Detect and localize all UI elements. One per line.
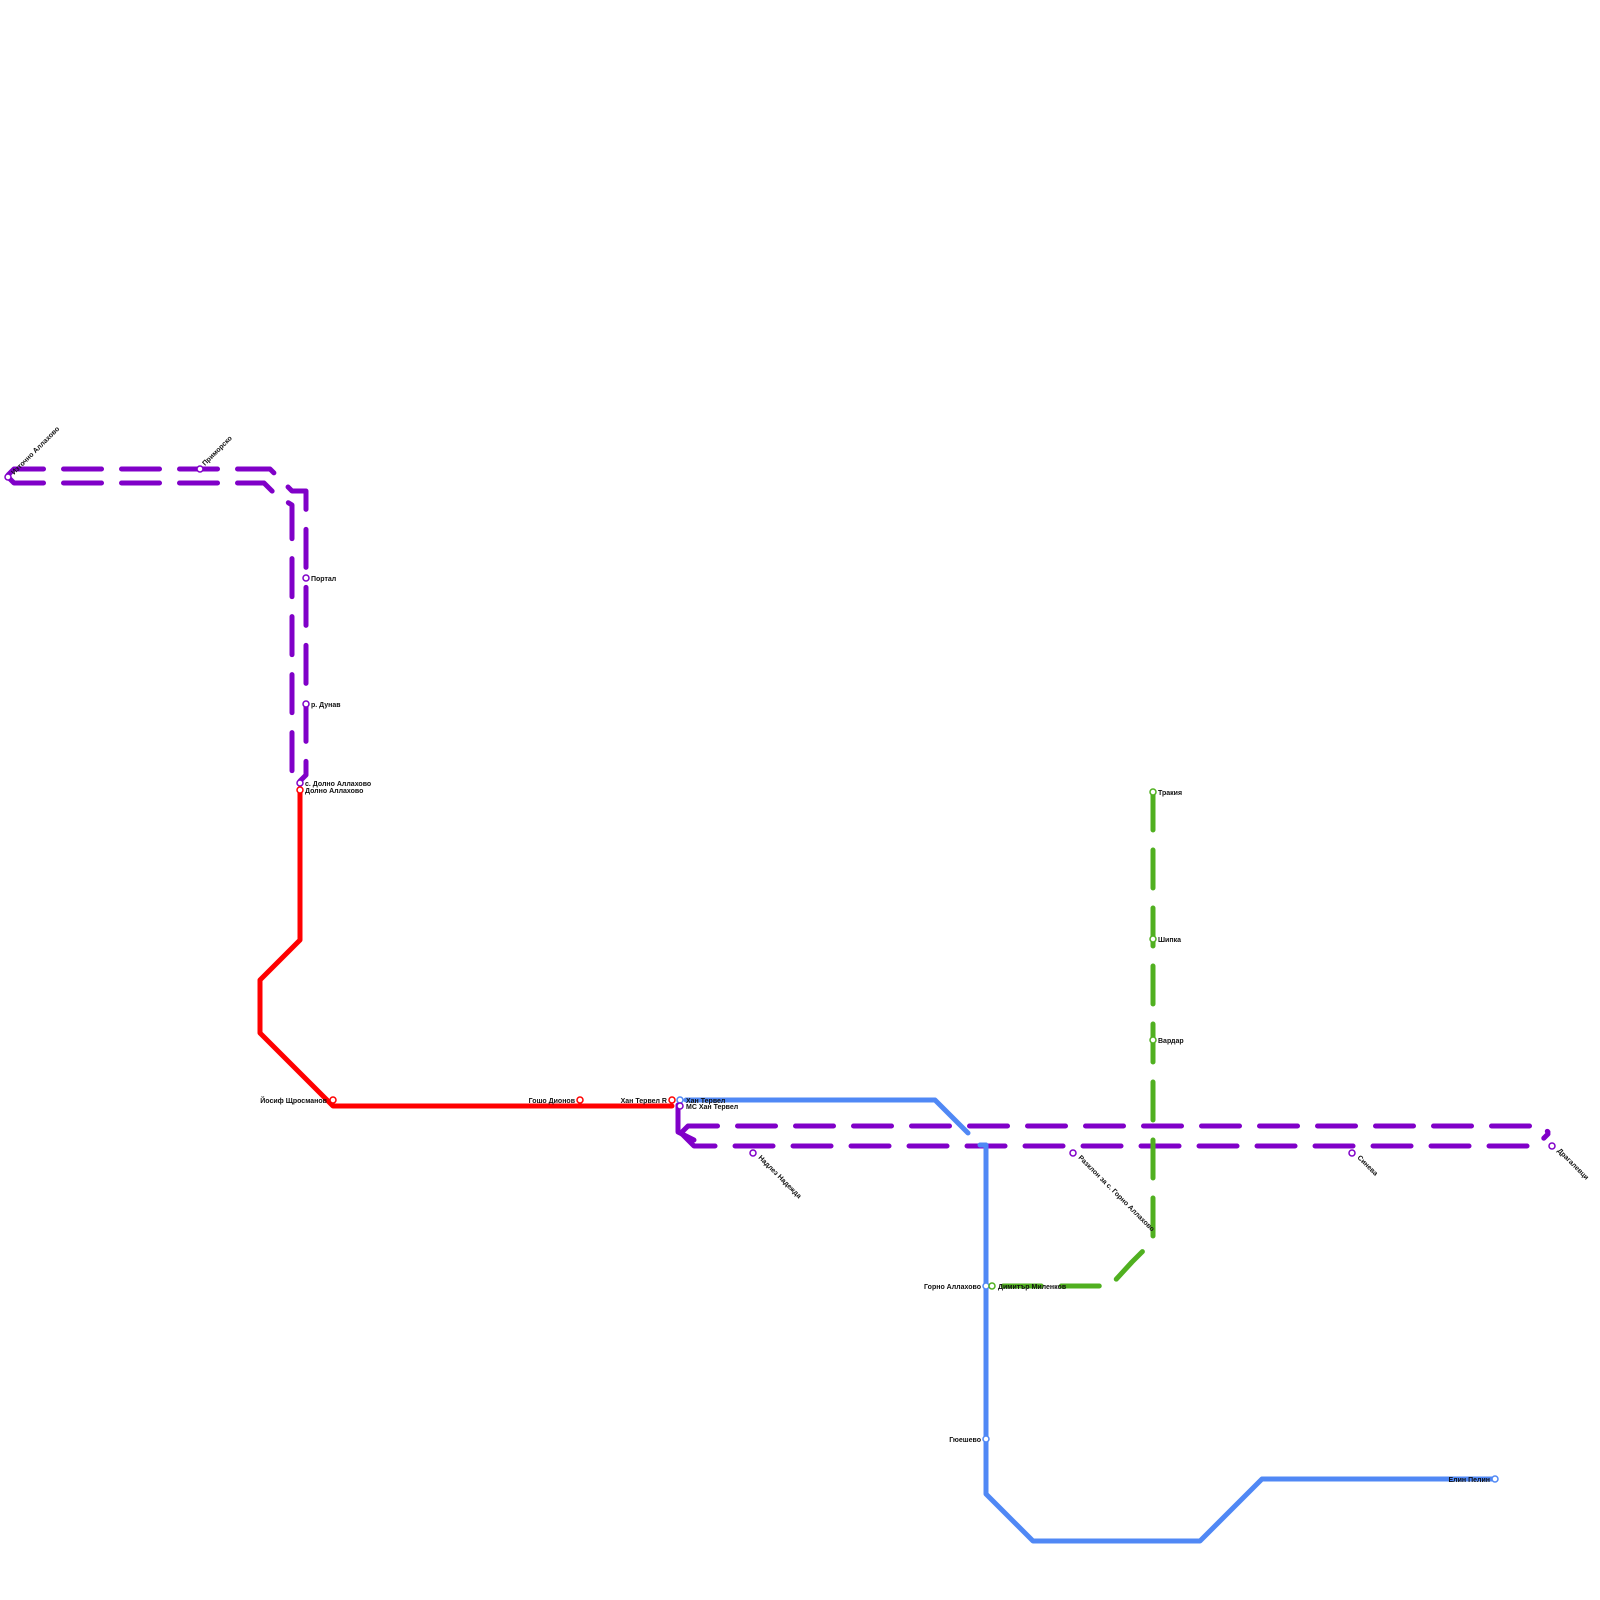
label-ms-han-tervel: МС Хан Тервел bbox=[686, 1104, 738, 1111]
label-vardar: Вардар bbox=[1158, 1038, 1184, 1045]
station-elin-pelin[interactable] bbox=[1491, 1475, 1499, 1483]
station-dolno-allahovo[interactable] bbox=[296, 786, 304, 794]
purple-line-east-upper bbox=[679, 1123, 1551, 1135]
station-shipka[interactable] bbox=[1149, 935, 1157, 943]
station-portal[interactable] bbox=[302, 574, 310, 582]
station-gyueshevo[interactable] bbox=[982, 1435, 990, 1443]
station-yosif-shrosmanov[interactable] bbox=[329, 1096, 337, 1104]
station-razklon[interactable] bbox=[1069, 1149, 1077, 1157]
label-nadlez-nadezhda: Надлез Надежда bbox=[757, 1154, 803, 1200]
label-razklon: Разклон за с. Горно Аллахово bbox=[1077, 1154, 1156, 1233]
station-han-tervel[interactable] bbox=[676, 1096, 684, 1104]
station-gorno-allahovo[interactable] bbox=[982, 1282, 990, 1290]
station-drugalevtsi[interactable] bbox=[1548, 1142, 1556, 1150]
station-trakia[interactable] bbox=[1149, 788, 1157, 796]
station-sineva[interactable] bbox=[1348, 1149, 1356, 1157]
purple-line-northwest-lower bbox=[5, 474, 301, 788]
station-ms-han-tervel[interactable] bbox=[676, 1102, 684, 1110]
station-vardar[interactable] bbox=[1149, 1036, 1157, 1044]
station-primorsko[interactable] bbox=[196, 465, 204, 473]
station-dimitar-milenkov[interactable] bbox=[988, 1282, 996, 1290]
station-nadlez-nadezhda[interactable] bbox=[749, 1149, 757, 1157]
label-gosho-dionov: Гошо Дионов bbox=[529, 1098, 576, 1105]
station-iztochno-allahovo[interactable] bbox=[4, 473, 12, 481]
label-gyueshevo: Гюешево bbox=[949, 1437, 981, 1444]
label-han-tervel: Хан Тервел bbox=[686, 1098, 725, 1105]
label-r-dunav: р. Дунав bbox=[311, 702, 341, 709]
label-han-tervel-r: Хан Тервел R bbox=[621, 1098, 667, 1105]
label-shipka: Шипка bbox=[1158, 937, 1181, 944]
label-yosif-shrosmanov: Йосиф Щросманов bbox=[260, 1096, 327, 1105]
red-line bbox=[257, 787, 675, 1109]
label-primorsko: Приморско bbox=[201, 435, 233, 467]
label-sineva: Синева bbox=[1356, 1154, 1379, 1177]
label-elin-pelin: Елин Пелин bbox=[1449, 1477, 1491, 1484]
label-drugalevtsi: Драгалевци bbox=[1556, 1147, 1590, 1181]
label-s-dolno-allahovo: с. Долно Аллахово bbox=[305, 781, 371, 788]
station-gosho-dionov[interactable] bbox=[576, 1096, 584, 1104]
station-s-dolno-allahovo[interactable] bbox=[296, 779, 304, 787]
station-han-tervel-r[interactable] bbox=[668, 1096, 676, 1104]
label-gorno-allahovo: Горно Аллахово bbox=[924, 1284, 981, 1291]
station-r-dunav[interactable] bbox=[302, 700, 310, 708]
purple-line-northwest-upper bbox=[5, 466, 309, 784]
purple-line-east-lower bbox=[679, 1131, 1551, 1149]
label-trakia: Тракия bbox=[1158, 790, 1182, 797]
label-dimitar-milenkov: Димитър Миленков bbox=[998, 1284, 1067, 1291]
green-line bbox=[989, 789, 1156, 1289]
label-portal: Портал bbox=[311, 576, 336, 583]
label-dolno-allahovo: Долно Аллахово bbox=[305, 788, 363, 795]
